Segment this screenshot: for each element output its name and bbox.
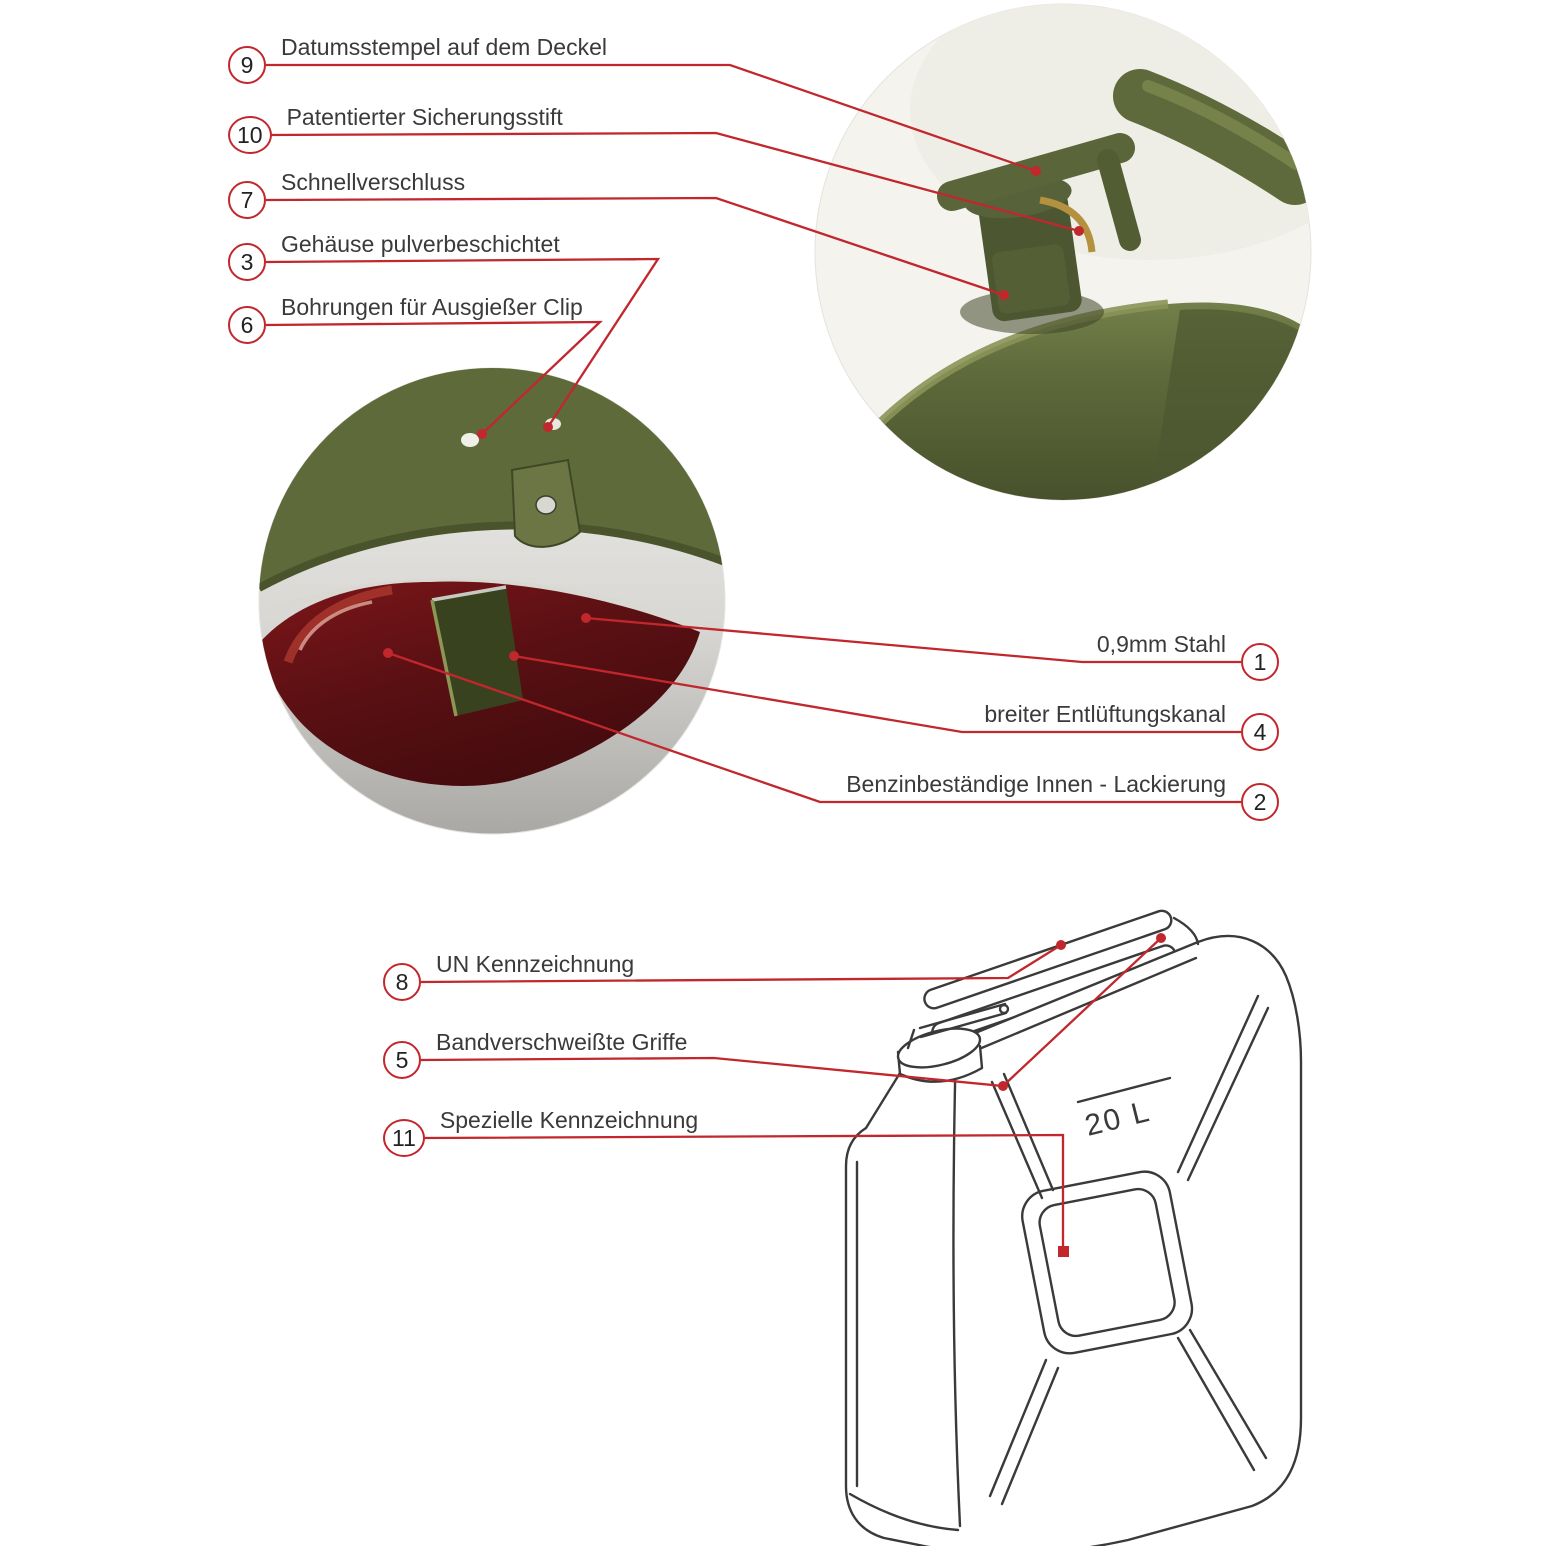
callout-number-badge: 8 xyxy=(383,963,421,1001)
callout-number-badge: 2 xyxy=(1241,783,1279,821)
leader-1 xyxy=(585,616,1241,664)
callout-9: 9 Datumsstempel auf dem Deckel xyxy=(228,34,607,84)
leader-5 xyxy=(420,937,1162,1088)
callout-label: breiter Entlüftungskanal xyxy=(984,700,1226,727)
leader-endpoints xyxy=(383,166,1166,1257)
callout-label: Benzinbeständige Innen - Lackierung xyxy=(846,770,1226,797)
callout-5: 5 Bandverschweißte Griffe xyxy=(383,1029,687,1079)
pourer-clip-hole xyxy=(461,433,479,447)
callout-3: 3 Gehäuse pulverbeschichtet xyxy=(228,231,560,281)
callout-label: Bandverschweißte Griffe xyxy=(436,1028,688,1055)
drawn-closure xyxy=(896,1002,1010,1083)
callout-label: Datumsstempel auf dem Deckel xyxy=(281,33,607,60)
callout-number-badge: 4 xyxy=(1241,713,1279,751)
callout-label: 0,9mm Stahl xyxy=(1096,630,1226,657)
callout-1: 1 0,9mm Stahl xyxy=(1097,631,1279,681)
vent-channel xyxy=(432,587,523,716)
callout-10: 10 Patentierter Sicherungsstift xyxy=(228,104,563,154)
leader-11 xyxy=(420,1133,1065,1250)
callout-8: 8 UN Kennzeichnung xyxy=(383,951,634,1001)
callout-label: Spezielle Kennzeichnung xyxy=(439,1106,699,1133)
jerrycan-line-drawing: 20 L xyxy=(844,909,1303,1546)
callout-11: 11 Spezielle Kennzeichnung xyxy=(383,1107,698,1157)
callout-label: Bohrungen für Ausgießer Clip xyxy=(281,293,583,320)
can-outline xyxy=(844,934,1303,1546)
leader-3 xyxy=(265,257,661,428)
leader-2 xyxy=(387,651,1241,804)
callout-number-badge: 7 xyxy=(228,181,266,219)
callout-number-badge: 6 xyxy=(228,306,266,344)
securing-pin xyxy=(1039,196,1096,253)
leader-7 xyxy=(265,196,1005,297)
photo-inset-closure xyxy=(814,3,1312,501)
leader-6 xyxy=(265,320,603,435)
can-handle xyxy=(1113,69,1311,205)
x-ribs xyxy=(988,994,1270,1506)
leader-8 xyxy=(420,944,1062,984)
leader-4 xyxy=(513,654,1241,734)
leader-10 xyxy=(265,131,1080,233)
callout-number-badge: 11 xyxy=(383,1119,425,1157)
callout-number-badge: 3 xyxy=(228,243,266,281)
callout-label: UN Kennzeichnung xyxy=(436,950,635,977)
callout-label: Schnellverschluss xyxy=(281,168,466,195)
recessed-panel xyxy=(1021,1170,1194,1355)
leader-9 xyxy=(266,63,1037,173)
callout-7: 7 Schnellverschluss xyxy=(228,169,465,219)
callout-number-badge: 9 xyxy=(228,46,266,84)
callout-2: 2 Benzinbeständige Innen - Lackierung xyxy=(846,771,1279,821)
callout-number-badge: 5 xyxy=(383,1041,421,1079)
callout-6: 6 Bohrungen für Ausgießer Clip xyxy=(228,294,583,344)
callout-number-badge: 1 xyxy=(1241,643,1279,681)
callout-label: Gehäuse pulverbeschichtet xyxy=(281,230,560,257)
callout-label: Patentierter Sicherungsstift xyxy=(286,103,563,130)
callout-number-badge: 10 xyxy=(228,116,272,154)
photo-inset-cutaway xyxy=(258,367,726,835)
callout-4: 4 breiter Entlüftungskanal xyxy=(984,701,1279,751)
leader-lines xyxy=(265,63,1241,1257)
steel-edge xyxy=(277,578,701,629)
powder-coated-housing xyxy=(259,368,725,588)
